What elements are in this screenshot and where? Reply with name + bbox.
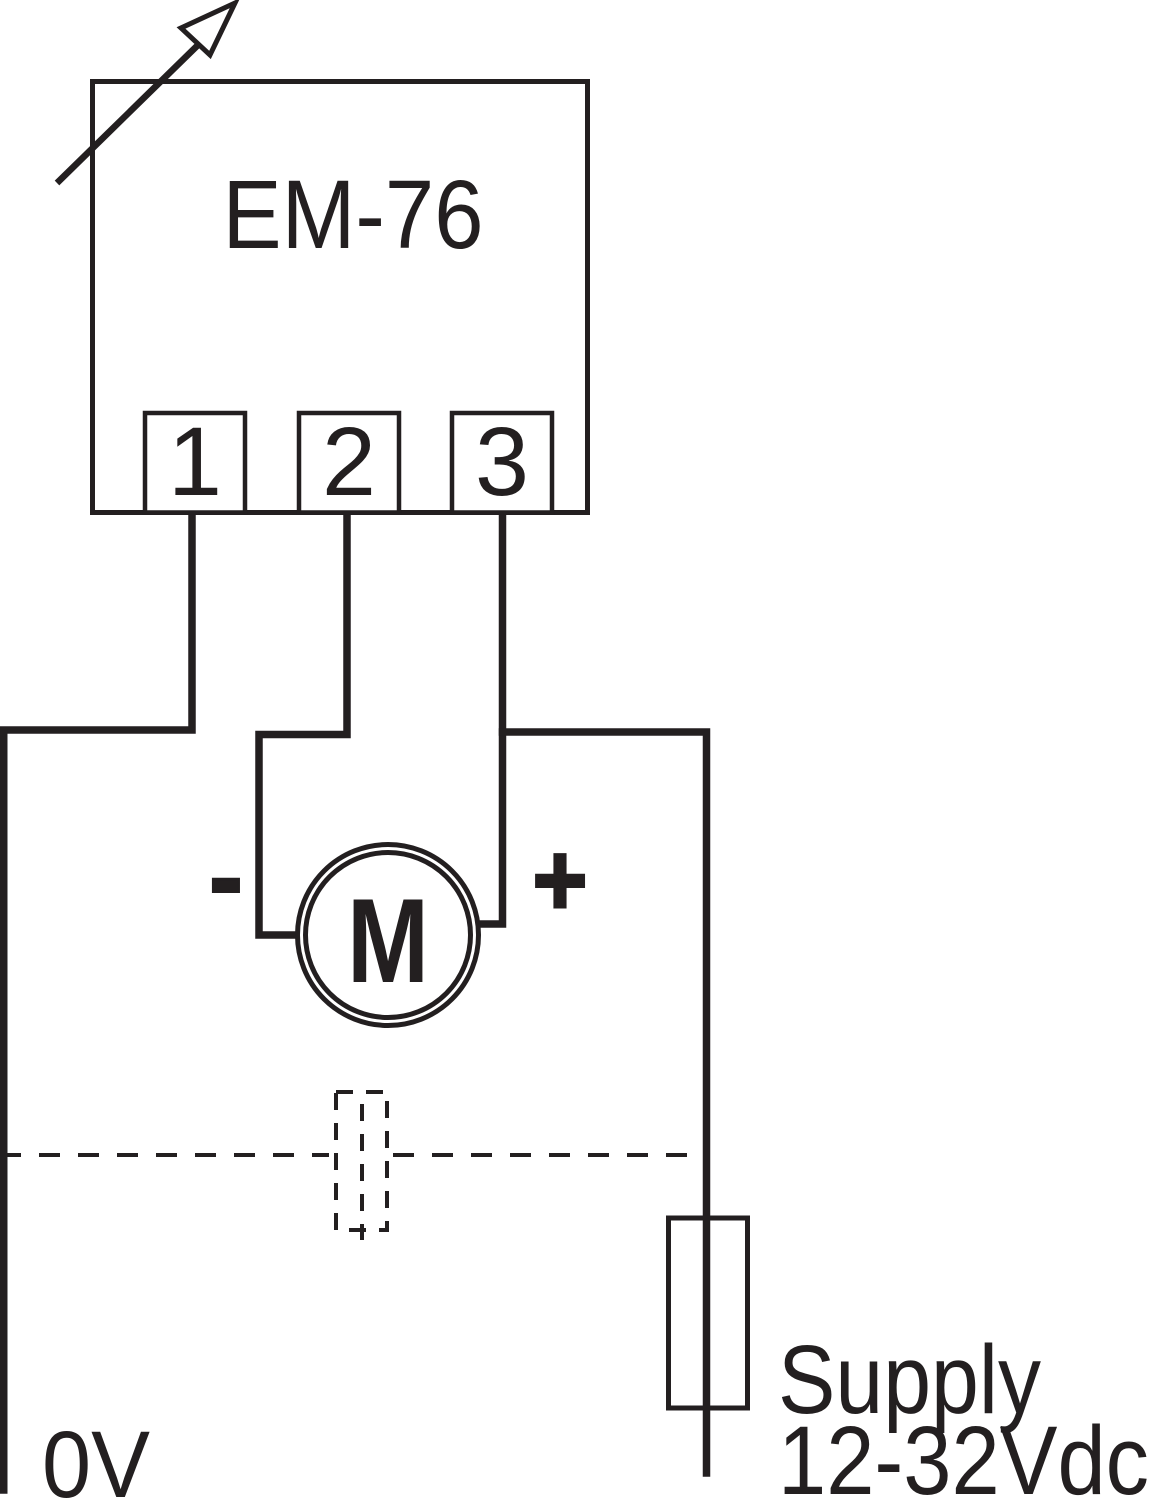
terminal-3-label: 3 bbox=[475, 407, 529, 516]
arrow-head bbox=[176, 0, 240, 60]
wires bbox=[0, 508, 711, 1494]
motor-negative-polarity-label: - bbox=[210, 819, 243, 934]
wire-terminal2-to-motor-negative bbox=[255, 508, 351, 939]
terminal-2-box bbox=[296, 410, 402, 515]
dc-motor-icon: M - + bbox=[208, 818, 589, 1028]
motor-outer-circle bbox=[295, 842, 481, 1028]
adjustment-arrow-icon bbox=[54, 0, 240, 186]
wire-terminal3-to-motor-positive bbox=[475, 508, 507, 928]
motor-inner-circle bbox=[303, 850, 473, 1020]
fuse-icon bbox=[666, 1215, 750, 1411]
arrow-shaft bbox=[54, 41, 202, 186]
supply-voltage-label: 12-32Vdc bbox=[778, 1406, 1149, 1500]
terminal-3-box bbox=[449, 410, 555, 515]
wire-terminal1-to-0v bbox=[0, 508, 196, 1494]
cable-entry-dashed-outline bbox=[334, 1090, 389, 1240]
terminal-2-label: 2 bbox=[322, 407, 376, 516]
terminal-1-label: 1 bbox=[168, 407, 222, 516]
motor-label: M bbox=[347, 874, 429, 1008]
motor-positive-polarity-label: + bbox=[533, 822, 588, 937]
wire-terminal3-to-supply bbox=[498, 728, 711, 1477]
supply-label: Supply bbox=[778, 1325, 1041, 1434]
device-model-label: EM-76 bbox=[223, 160, 484, 269]
terminal-1-box bbox=[142, 410, 248, 515]
zero-volt-label: 0V bbox=[42, 1412, 150, 1500]
terminal-blocks: 1 2 3 bbox=[142, 407, 555, 516]
